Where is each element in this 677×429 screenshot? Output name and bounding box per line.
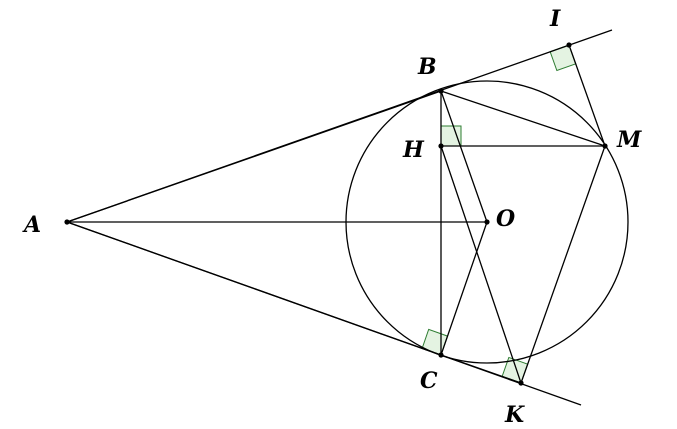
segment-bm bbox=[440, 90, 606, 147]
segment-mk bbox=[520, 145, 606, 384]
point-h bbox=[438, 143, 444, 149]
points bbox=[64, 42, 608, 386]
point-a bbox=[64, 219, 70, 225]
point-m bbox=[602, 143, 608, 149]
label-k: K bbox=[504, 402, 525, 428]
segment-hk bbox=[440, 145, 522, 384]
label-a: A bbox=[22, 212, 41, 238]
right-angle-mark-h bbox=[440, 125, 462, 147]
right-angle-mark-i bbox=[549, 44, 577, 72]
label-h: H bbox=[402, 137, 425, 163]
label-c: C bbox=[420, 368, 438, 394]
point-b bbox=[438, 88, 444, 94]
segment-bo bbox=[440, 90, 488, 223]
label-i: I bbox=[549, 6, 561, 32]
point-c bbox=[438, 352, 444, 358]
point-labels: A B C O M H I K bbox=[22, 6, 642, 428]
point-o bbox=[484, 219, 490, 225]
point-i bbox=[566, 42, 572, 48]
label-o: O bbox=[496, 206, 515, 232]
segment-co bbox=[440, 221, 488, 356]
label-b: B bbox=[417, 54, 437, 80]
segment-ab bbox=[66, 90, 442, 223]
segments bbox=[66, 29, 613, 406]
circle-o bbox=[345, 80, 629, 364]
label-m: M bbox=[616, 127, 642, 153]
point-k bbox=[518, 380, 524, 386]
right-angle-mark-c bbox=[421, 328, 449, 356]
segment-ac bbox=[66, 221, 442, 356]
segment-mi bbox=[568, 44, 606, 147]
